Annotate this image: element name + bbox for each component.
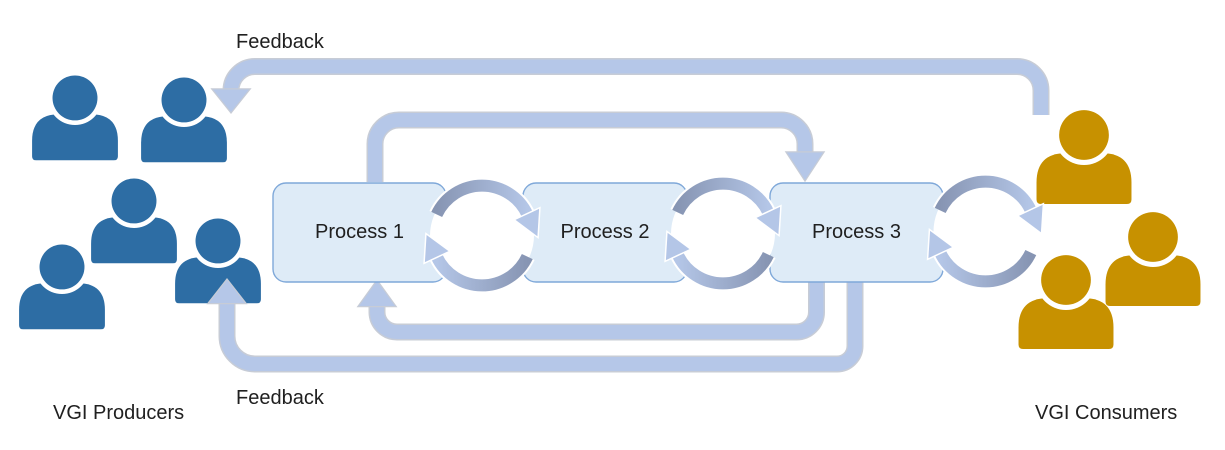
cycle-arrowhead [753, 204, 782, 238]
cycle-arc-bottom [431, 253, 533, 292]
arrowhead-up [356, 278, 398, 308]
flow-arrow-p3-to-p1 [356, 278, 825, 341]
band-casing [222, 58, 1050, 115]
cycle-arrowhead [1016, 202, 1045, 236]
cycle-arc-top [672, 177, 774, 216]
arrowhead-down [784, 151, 826, 183]
producer-person-icon [32, 70, 118, 161]
band-fill [224, 59, 1048, 115]
band-fill [370, 282, 824, 339]
arrowhead-up [206, 277, 248, 305]
cycle-disc [933, 179, 1038, 284]
flow-arrow-p1-to-p3 [366, 111, 826, 183]
process-1-label: Process 1 [315, 221, 404, 243]
cycle-arrowhead [926, 228, 955, 261]
band-fill [220, 282, 862, 371]
circular-arrows-icon [926, 173, 1045, 290]
cycle-arc-bottom [672, 251, 774, 290]
feedback-top-label: Feedback [236, 31, 324, 53]
cycle-arc-top [431, 179, 533, 218]
feedback-arrow-bottom [206, 277, 864, 373]
band-casing [368, 282, 825, 341]
producer-person-icon [141, 72, 227, 163]
producer-person-icon [91, 173, 177, 264]
band-casing [366, 111, 814, 182]
circular-arrows-icon [423, 177, 541, 294]
feedback-arrow-top [210, 58, 1050, 115]
process-2-label: Process 2 [560, 221, 650, 243]
arrowhead-down [210, 88, 252, 115]
producers-caption: VGI Producers [53, 402, 185, 424]
cycle-arrowhead [512, 206, 541, 240]
consumers-group [1018, 105, 1201, 349]
consumer-person-icon [1105, 207, 1201, 306]
cycle-arrowhead [423, 232, 452, 265]
process-3-label: Process 3 [812, 221, 901, 243]
consumers-caption: VGI Consumers [1035, 402, 1178, 424]
feedback-bottom-label: Feedback [236, 387, 324, 409]
cycle-arc-bottom [934, 249, 1037, 288]
cycle-disc [671, 181, 775, 286]
cycle-arrowhead [664, 230, 693, 263]
process-boxes-group [272, 182, 944, 283]
cycle-arc-top [934, 175, 1037, 214]
consumer-person-icon [1036, 105, 1132, 204]
cycle-disc [430, 183, 534, 288]
band-fill [368, 113, 812, 182]
circular-arrows-icon [664, 175, 782, 292]
band-casing [218, 282, 864, 373]
